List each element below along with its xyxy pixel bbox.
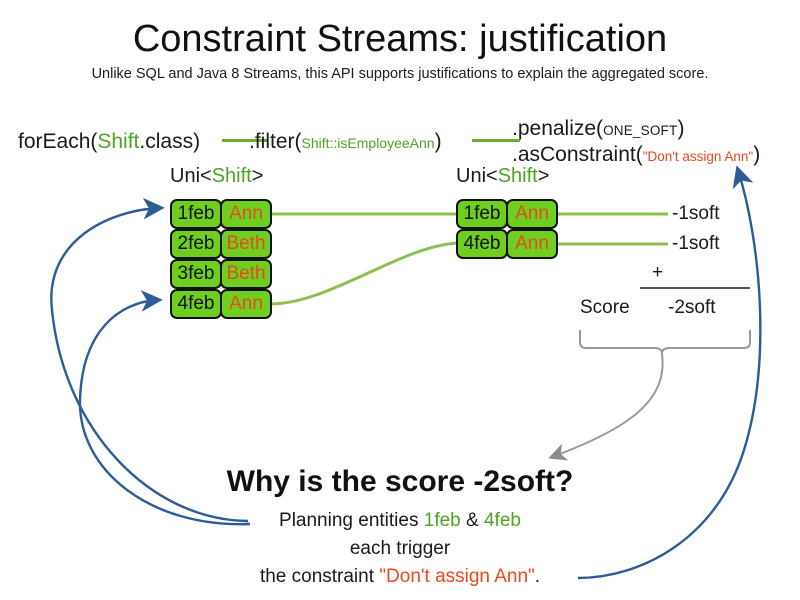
code-foreach-type: Shift [97,130,140,153]
table-row[interactable]: 2feb Beth [170,229,272,259]
pipeline-connector-1 [222,139,268,142]
code-filter: .filter(Shift::isEmployeeAnn) [249,131,442,152]
cell-date: 3feb [170,259,222,289]
page-title: Constraint Streams: justification [132,18,668,60]
cell-date: 2feb [170,229,222,259]
cell-date: 1feb [456,199,508,229]
right-stream-table: 1feb Ann 4feb Ann [456,199,558,259]
code-penalize-tail: ) [677,117,685,140]
score-label: Score [580,297,630,318]
explanation-line-2: each trigger [349,538,451,559]
pipeline-connector-2 [472,139,520,142]
code-filter-tail: ) [434,130,442,153]
code-foreach-tail: .class) [139,130,201,153]
cell-name: Ann [506,229,558,259]
code-penalize-arg: ONE_SOFT [603,123,678,138]
sum-operator: + [652,262,664,283]
table-row[interactable]: 1feb Ann [456,199,558,229]
code-asconstraint-tail: ) [753,143,761,166]
match-score-2: -1soft [672,233,720,254]
cell-date: 1feb [170,199,222,229]
stream-label-left-suffix: > [251,165,264,187]
explanation-line-3-c: . [534,566,541,587]
code-penalize: .penalize(ONE_SOFT) [512,118,684,139]
explanation-entity-4feb: 4feb [483,510,521,531]
explanation-line-3-a: the constraint [259,566,380,587]
stream-label-right-prefix: Uni< [456,165,498,187]
code-asconstraint-arg: "Don't assign Ann" [642,149,754,164]
stream-label-right-suffix: > [537,165,550,187]
code-asconstraint-call: .asConstraint( [512,143,643,166]
cell-date: 4feb [170,289,222,319]
stream-label-left-type: Shift [211,165,252,187]
explanation-entity-1feb: 1feb [423,510,461,531]
table-row[interactable]: 4feb Ann [456,229,558,259]
code-penalize-call: .penalize( [512,117,604,140]
code-foreach: forEach(Shift.class) [18,131,200,152]
left-stream-table: 1feb Ann 2feb Beth 3feb Beth 4feb Ann [170,199,272,319]
page-subtitle: Unlike SQL and Java 8 Streams, this API … [91,66,709,82]
code-filter-arg: Shift::isEmployeeAnn [301,135,435,151]
stream-label-left: Uni<Shift> [170,165,263,188]
table-row[interactable]: 1feb Ann [170,199,272,229]
cell-name: Beth [220,229,272,259]
cell-name: Ann [506,199,558,229]
explanation-line-1-a: Planning entities [279,510,424,531]
stream-label-right: Uni<Shift> [456,165,549,188]
sum-rule [640,287,750,289]
code-asconstraint: .asConstraint("Don't assign Ann") [512,144,760,165]
stream-label-left-prefix: Uni< [170,165,212,187]
explanation-line-1: Planning entities 1feb & 4feb [0,510,800,532]
table-row[interactable]: 4feb Ann [170,289,272,319]
cell-name: Ann [220,289,272,319]
explanation-line-1-c: & [460,510,484,531]
explanation-constraint-name: "Don't assign Ann" [379,566,535,587]
code-filter-call: .filter( [249,130,302,153]
explanation-heading: Why is the score -2soft? [226,465,574,498]
cell-name: Ann [220,199,272,229]
table-row[interactable]: 3feb Beth [170,259,272,289]
cell-name: Beth [220,259,272,289]
stream-label-right-type: Shift [497,165,538,187]
code-foreach-call: forEach( [18,130,98,153]
match-score-1: -1soft [672,203,720,224]
cell-date: 4feb [456,229,508,259]
explanation-line-3: the constraint "Don't assign Ann". [0,566,800,588]
score-total: -2soft [668,297,716,318]
